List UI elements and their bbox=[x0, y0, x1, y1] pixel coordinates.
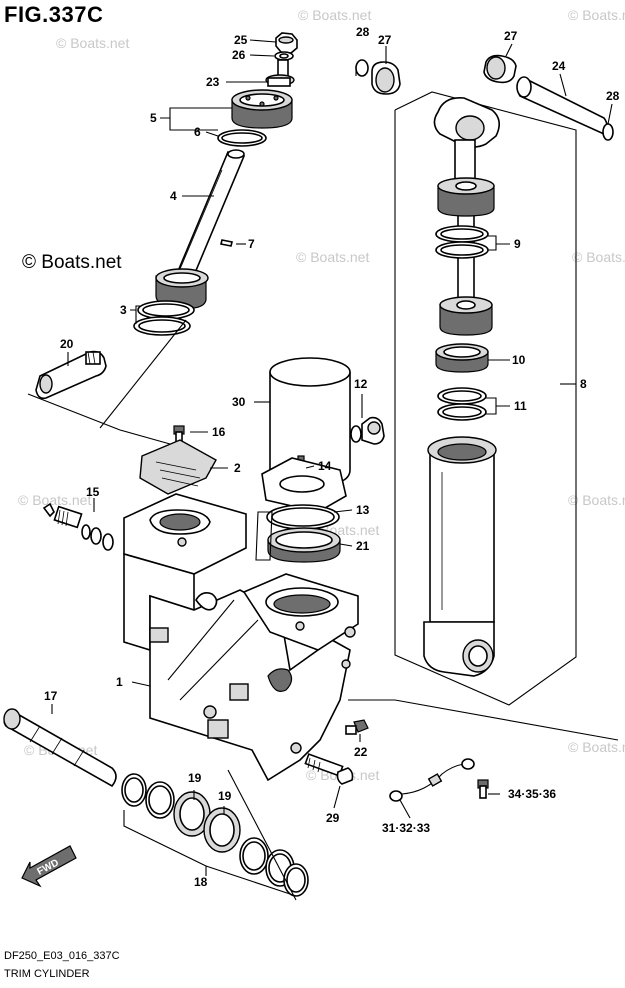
callout-26: 26 bbox=[232, 48, 246, 62]
watermark: © Boats.net bbox=[296, 249, 369, 265]
pin-7 bbox=[220, 239, 233, 247]
plug-12 bbox=[350, 416, 385, 445]
callout-17: 17 bbox=[44, 689, 58, 703]
callout-1: 1 bbox=[116, 675, 123, 689]
o-ring-11 bbox=[437, 387, 487, 421]
nut-25 bbox=[275, 32, 298, 54]
callout-10: 10 bbox=[512, 353, 526, 367]
watermark: © Boats.net bbox=[18, 492, 91, 508]
seal-21 bbox=[267, 527, 341, 563]
valve-assembly-20 bbox=[35, 350, 107, 400]
callout-25: 25 bbox=[234, 33, 248, 47]
forward-direction-arrow: FWD bbox=[21, 845, 77, 888]
ground-cable-31 bbox=[389, 758, 475, 802]
callout-31-32-33: 31·32·33 bbox=[382, 821, 430, 835]
callout-27-right: 27 bbox=[504, 29, 518, 43]
washer-26 bbox=[274, 51, 294, 61]
stud-valve-23 bbox=[265, 59, 295, 87]
callout-8: 8 bbox=[580, 377, 587, 391]
o-ring-9 bbox=[435, 225, 489, 259]
callout-4: 4 bbox=[170, 189, 177, 203]
watermark: © Boats.net bbox=[298, 7, 371, 23]
tube-4 bbox=[174, 149, 246, 281]
free-piston bbox=[155, 268, 209, 309]
bushing-27-left bbox=[371, 61, 401, 95]
callout-30: 30 bbox=[232, 395, 246, 409]
pivot-shaft-24 bbox=[516, 76, 608, 135]
cylinder-assembly-group-outline bbox=[394, 91, 577, 706]
callout-5: 5 bbox=[150, 111, 157, 125]
callout-27-left: 27 bbox=[378, 33, 392, 47]
check-valve-15 bbox=[42, 502, 114, 551]
watermark: © Boats.net bbox=[572, 249, 625, 265]
piston-lower bbox=[439, 296, 493, 336]
figure-code: FIG.337C bbox=[4, 2, 104, 27]
callout-28-left: 28 bbox=[356, 25, 370, 39]
bolt-29 bbox=[304, 753, 354, 785]
circlip-28-right bbox=[602, 123, 614, 141]
callout-7: 7 bbox=[248, 237, 255, 251]
callout-23: 23 bbox=[206, 75, 220, 89]
leader-lines bbox=[27, 39, 619, 901]
cylinder-cap-5 bbox=[231, 89, 293, 129]
drawing-id: DF250_E03_016_337C bbox=[4, 950, 120, 962]
callout-34-35-36: 34·35·36 bbox=[508, 787, 556, 801]
callout-9: 9 bbox=[514, 237, 521, 251]
callout-19-b: 19 bbox=[218, 789, 232, 803]
callout-11: 11 bbox=[514, 399, 527, 413]
fwd-label: FWD bbox=[36, 857, 61, 877]
filter-flange bbox=[261, 457, 347, 513]
callout-3: 3 bbox=[120, 303, 127, 317]
o-ring-13 bbox=[266, 504, 340, 530]
callout-12: 12 bbox=[354, 377, 368, 391]
callout-22: 22 bbox=[354, 745, 368, 759]
piston-rod-eye bbox=[433, 96, 500, 185]
callout-2: 2 bbox=[234, 461, 241, 475]
o-ring-set-18 bbox=[121, 773, 309, 897]
watermark: © Boats.net bbox=[568, 7, 625, 23]
watermark: © Boats.net bbox=[56, 35, 129, 51]
callout-19-a: 19 bbox=[188, 771, 202, 785]
callout-28-right: 28 bbox=[606, 89, 620, 103]
callout-13: 13 bbox=[356, 503, 370, 517]
bushing-27-right bbox=[483, 54, 517, 84]
bolt-34 bbox=[477, 779, 489, 799]
watermark: © Boats.net bbox=[568, 492, 625, 508]
callout-15: 15 bbox=[86, 485, 100, 499]
gasket-2 bbox=[139, 439, 217, 495]
callout-24: 24 bbox=[552, 59, 566, 73]
seal-ring-10 bbox=[435, 343, 489, 373]
watermark-primary: © Boats.net bbox=[22, 252, 122, 273]
watermark: © Boats.net bbox=[568, 739, 625, 755]
callout-18: 18 bbox=[194, 875, 208, 889]
o-ring-6 bbox=[217, 129, 267, 147]
figure-caption: TRIM CYLINDER bbox=[4, 968, 90, 980]
circlip-28-left bbox=[355, 59, 369, 77]
bolt-22 bbox=[345, 719, 369, 735]
trim-cylinder-housing-1 bbox=[123, 493, 359, 782]
callout-6: 6 bbox=[194, 125, 201, 139]
callout-14: 14 bbox=[318, 459, 332, 473]
cylinder-tube-8 bbox=[423, 436, 497, 677]
callout-16: 16 bbox=[212, 425, 226, 439]
o-ring-3 bbox=[133, 300, 195, 336]
manual-release-valve-17 bbox=[3, 708, 117, 788]
callout-20: 20 bbox=[60, 337, 74, 351]
callout-labels: 25 26 23 5 6 4 7 3 20 16 2 15 1 17 30 14… bbox=[44, 25, 620, 889]
callout-29: 29 bbox=[326, 811, 340, 825]
callout-21: 21 bbox=[356, 539, 370, 553]
